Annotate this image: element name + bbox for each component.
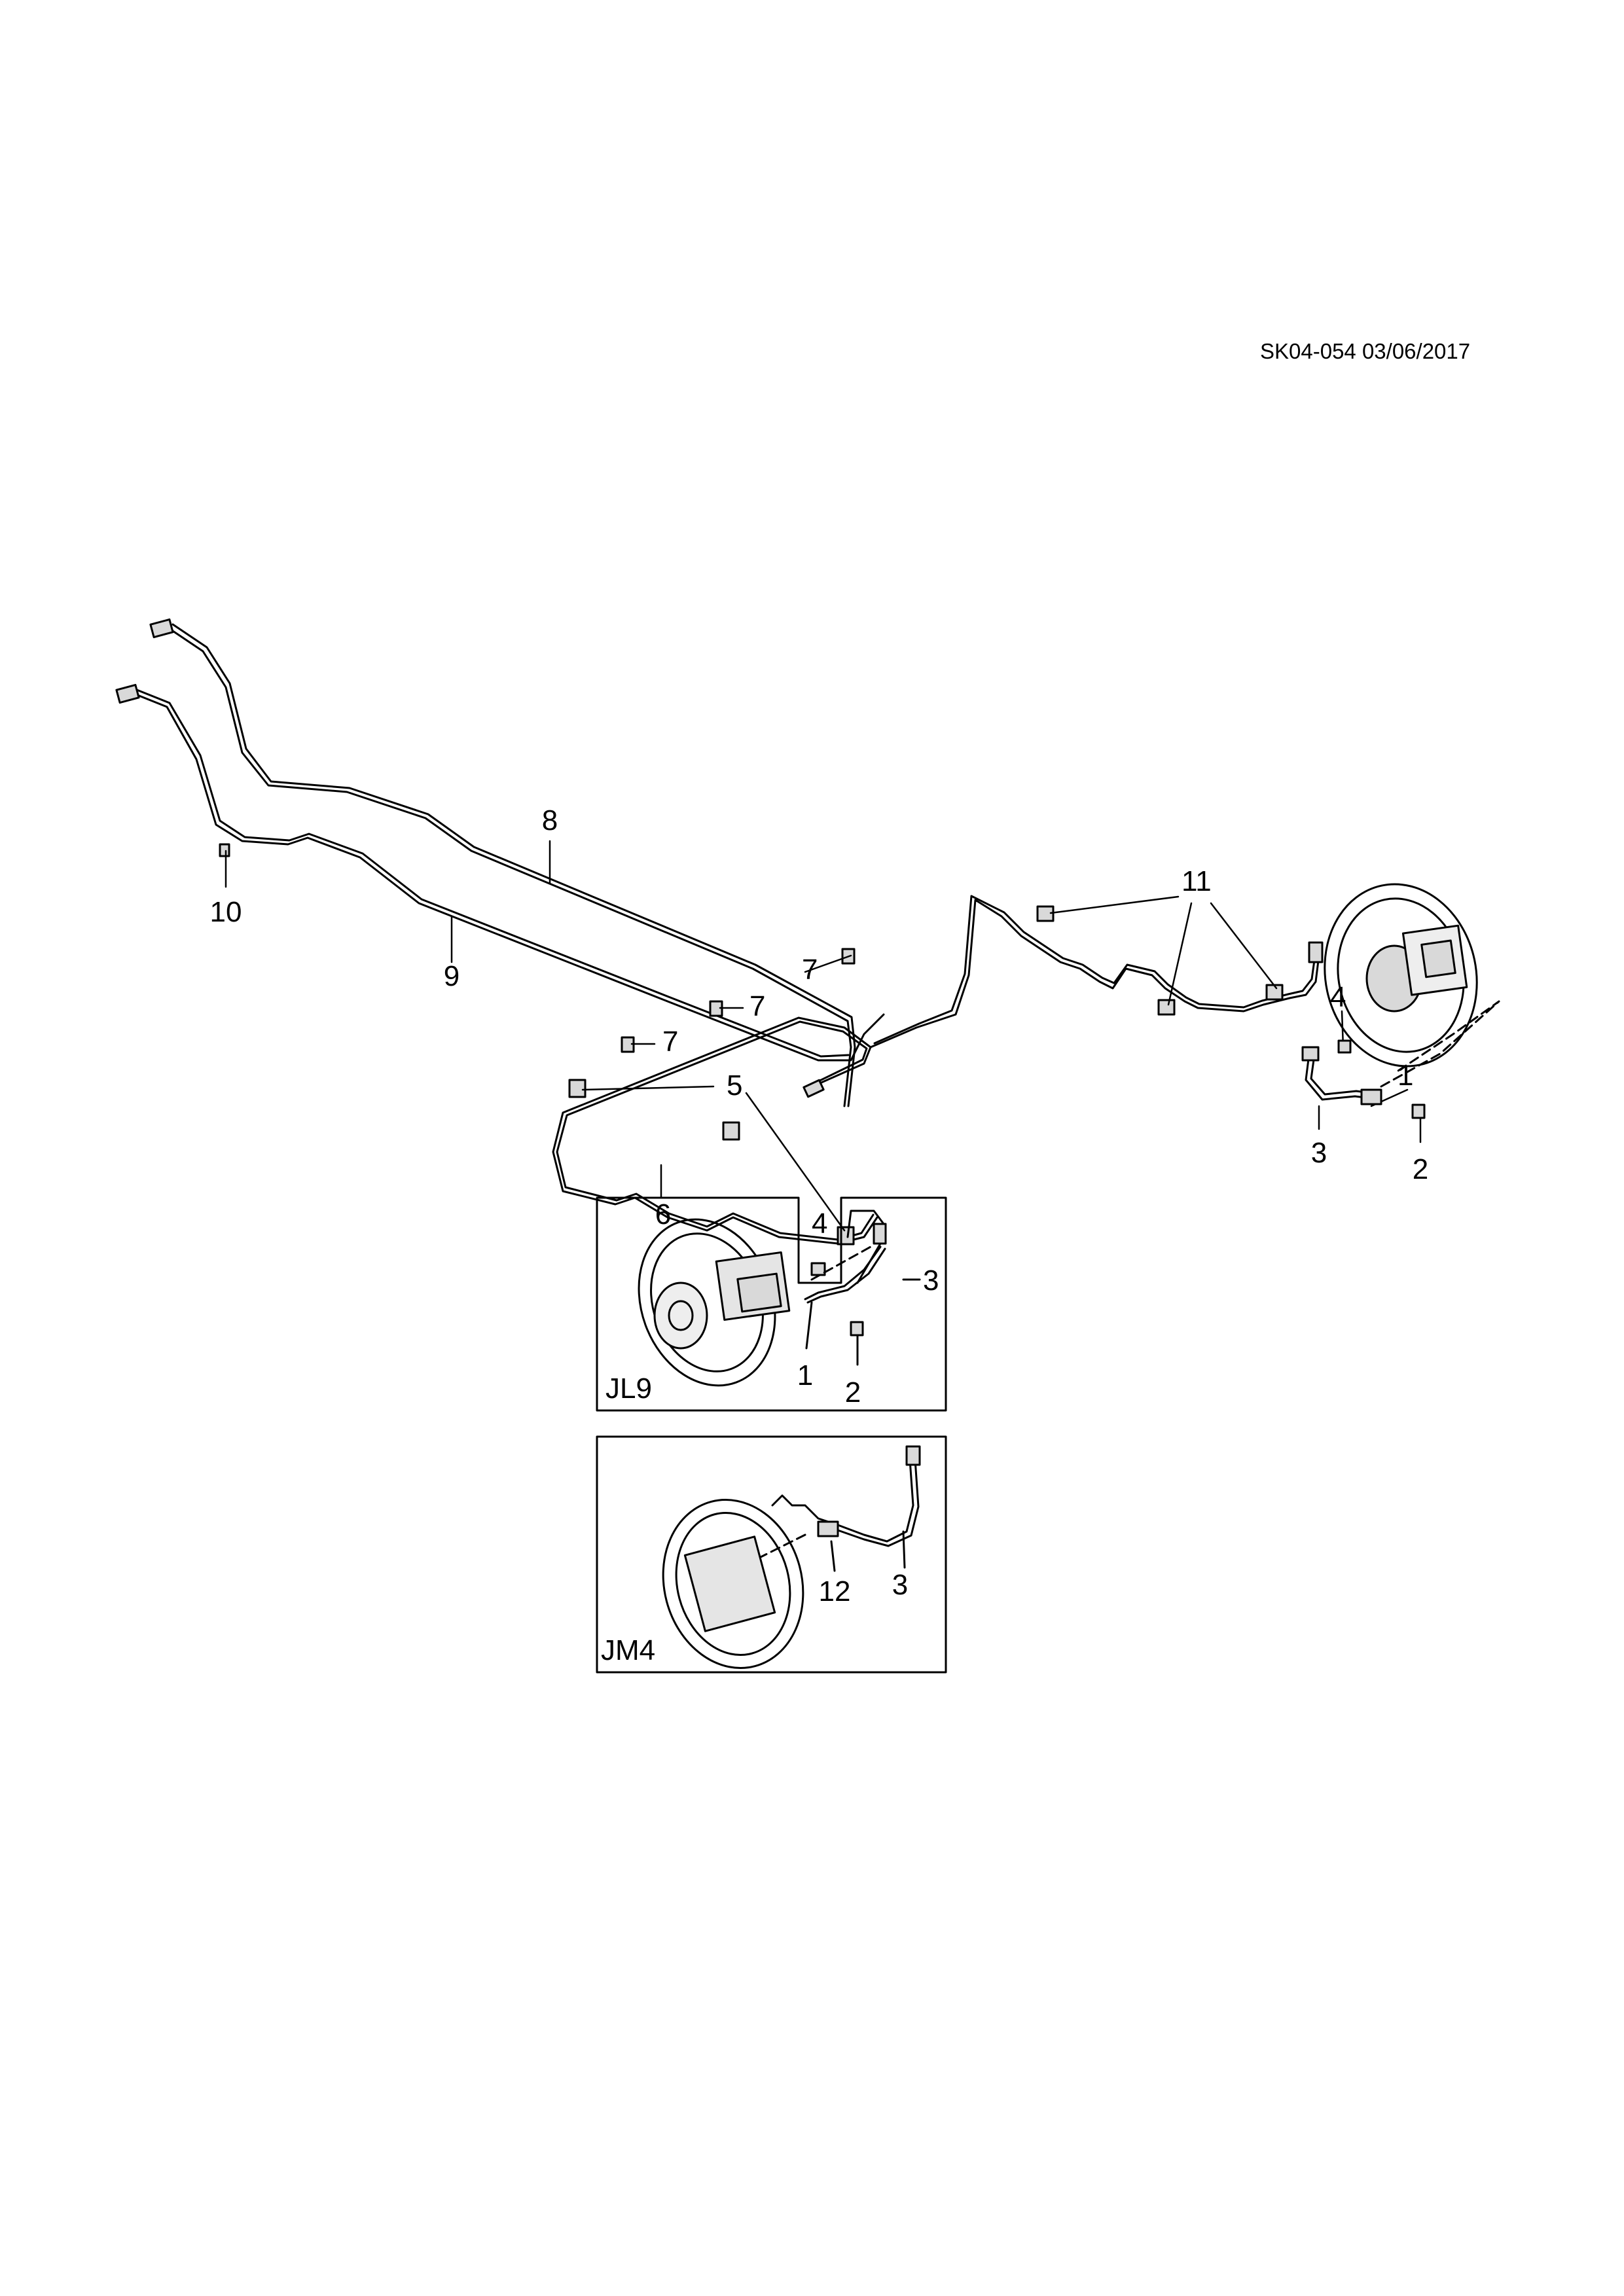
inset-box-jm4 [596, 1435, 947, 1674]
callout-4-jl9: 4 [812, 1208, 828, 1240]
callout-4-right: 4 [1330, 981, 1346, 1013]
brake-pipe-8 [149, 618, 856, 1107]
callout-7-a: 7 [802, 954, 818, 986]
pipe-clip-10 [219, 843, 230, 857]
callout-1-jl9: 1 [797, 1359, 814, 1391]
callout-7-b: 7 [749, 990, 766, 1022]
brake-pipe-9 [115, 683, 885, 1062]
leader-lines [225, 840, 1422, 1232]
pipe-clip-11 [1036, 905, 1284, 1016]
pipe-union [803, 1079, 825, 1098]
inset-label-jl9: JL9 [605, 1372, 652, 1405]
inset-box-jl9 [596, 1196, 947, 1412]
brake-disc-right [1324, 883, 1478, 1067]
callout-10: 10 [209, 896, 242, 928]
callout-3-right: 3 [1310, 1137, 1327, 1169]
callout-2-right: 2 [1412, 1153, 1429, 1185]
callout-9: 9 [443, 960, 460, 992]
pipe-end-fitting [115, 683, 140, 704]
pipe-clip-5 [568, 1079, 855, 1246]
pipe-end-fitting [149, 618, 174, 639]
callout-5: 5 [727, 1069, 743, 1102]
pipe-end-fitting [1308, 941, 1324, 963]
callout-3-jl9: 3 [923, 1265, 939, 1297]
inset-label-jm4: JM4 [601, 1634, 656, 1666]
drawing-reference: SK04-054 03/06/2017 [1260, 339, 1471, 363]
brake-pipe-right [869, 895, 1324, 1049]
callout-3-jm4: 3 [892, 1569, 909, 1601]
callout-12: 12 [818, 1575, 851, 1607]
callout-1-right: 1 [1398, 1060, 1414, 1092]
callout-11: 11 [1182, 865, 1212, 897]
callout-7-c: 7 [662, 1026, 679, 1058]
callout-2-jl9: 2 [844, 1376, 861, 1408]
callout-6: 6 [655, 1198, 672, 1230]
callout-8: 8 [541, 804, 558, 836]
brake-pipe-6 [552, 1016, 878, 1245]
